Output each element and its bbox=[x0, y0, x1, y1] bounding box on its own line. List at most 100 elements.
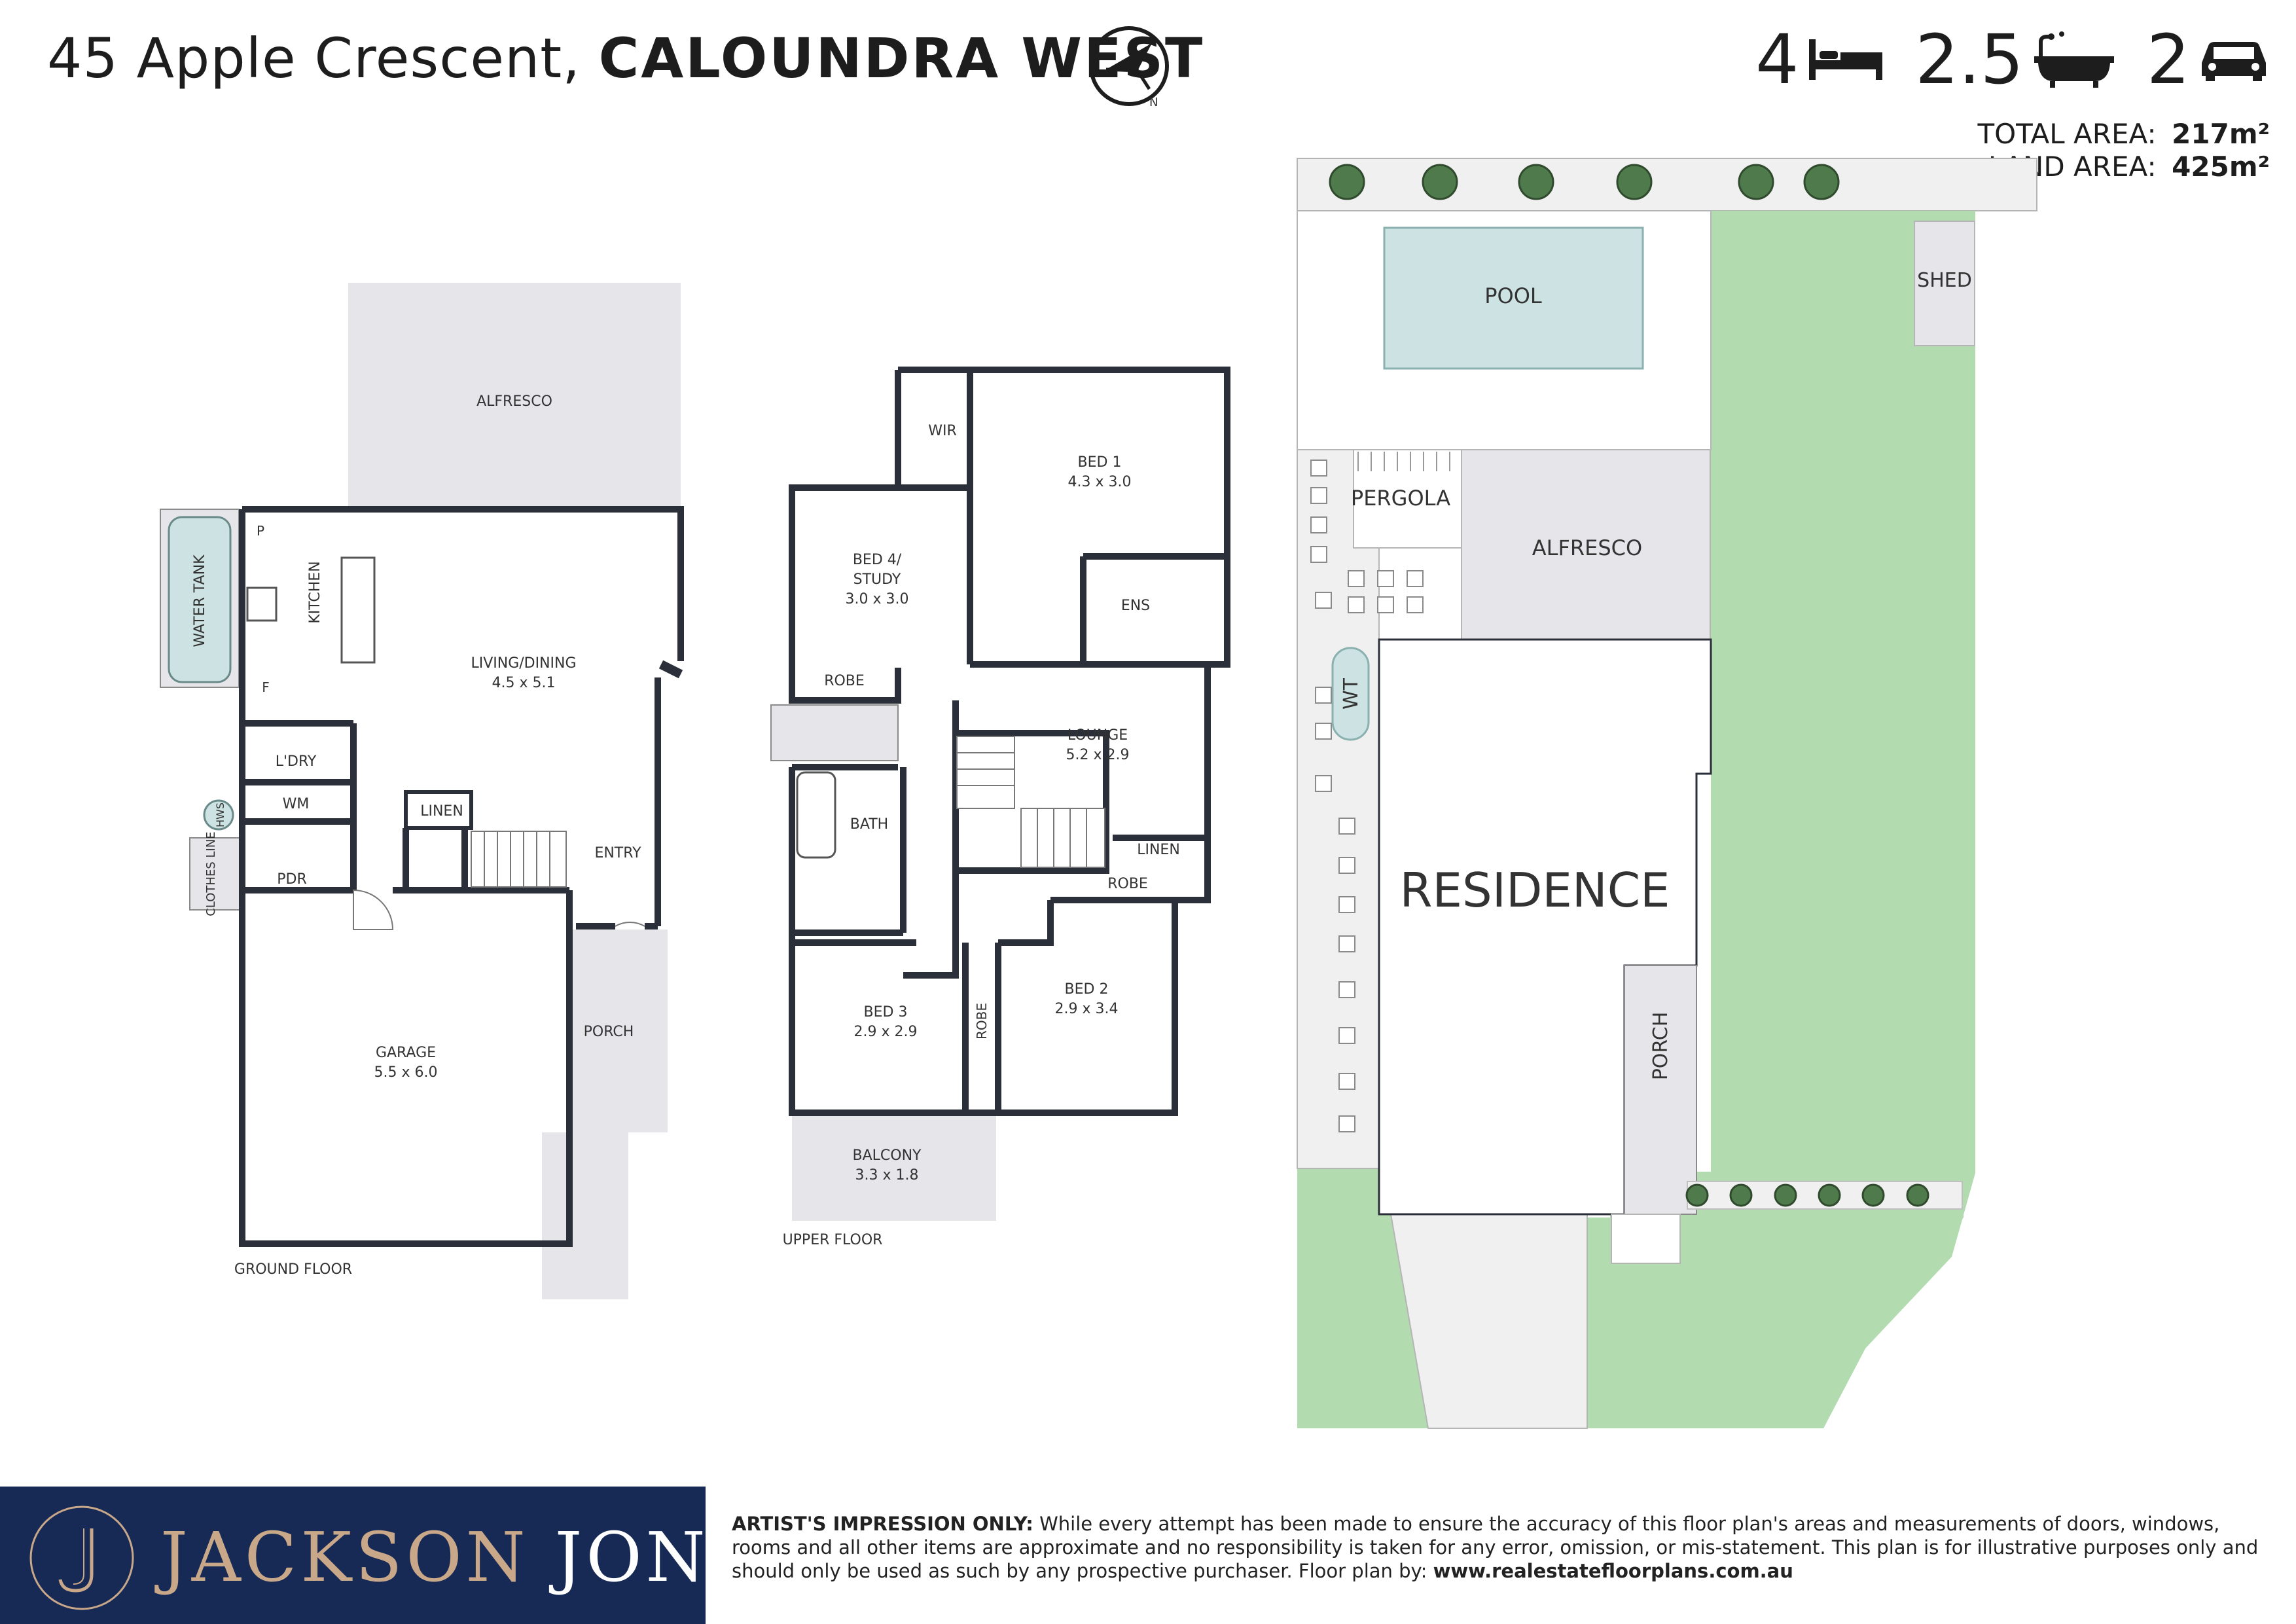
brand-last-name: JONES bbox=[554, 1517, 814, 1597]
bathtub-icon bbox=[2034, 31, 2114, 88]
lounge-size: 5.2 x 2.9 bbox=[1066, 747, 1130, 763]
tree-icon bbox=[1616, 164, 1653, 200]
bed2-size: 2.9 x 3.4 bbox=[1055, 1001, 1119, 1017]
garage-label: GARAGE bbox=[376, 1045, 436, 1061]
shed bbox=[1914, 221, 1975, 346]
tree-icon bbox=[1685, 1183, 1709, 1207]
garage-door-swing bbox=[353, 889, 394, 930]
brand-first-name: JACKSON bbox=[160, 1517, 529, 1597]
address-street: 45 Apple Crescent, bbox=[47, 26, 581, 90]
gf-linen-label: LINEN bbox=[420, 803, 463, 820]
tree-icon bbox=[1738, 164, 1774, 200]
tree-icon bbox=[1329, 164, 1365, 200]
robe-a-label: ROBE bbox=[824, 673, 865, 689]
kitchen-island bbox=[340, 556, 376, 664]
bed4-label: BED 4/ bbox=[853, 552, 902, 568]
compass-icon: N bbox=[1089, 26, 1169, 109]
upper-floor-caption: UPPER FLOOR bbox=[783, 1232, 883, 1248]
fridge-label: F bbox=[262, 679, 270, 695]
hws-label: HWS bbox=[214, 803, 226, 827]
pergola-slats bbox=[1357, 452, 1450, 471]
clothes-line-label: CLOTHES LINE bbox=[204, 831, 218, 916]
brand-wordmark: JACKSON JONES bbox=[160, 1517, 814, 1597]
upper-floor-plan: WIR BED 1 4.3 x 3.0 BED 4/ STUDY 3.0 x 3… bbox=[770, 367, 1230, 1248]
car-icon bbox=[2202, 42, 2266, 81]
side-lawn bbox=[1711, 211, 1975, 1428]
uf-void bbox=[770, 704, 899, 761]
bed3-size: 2.9 x 2.9 bbox=[854, 1024, 918, 1040]
laundry-label: L'DRY bbox=[276, 753, 317, 770]
tree-icon bbox=[1906, 1183, 1929, 1207]
gf-stairs bbox=[471, 831, 567, 888]
pool-label: POOL bbox=[1484, 283, 1542, 308]
bath-label: BATH bbox=[850, 816, 888, 833]
tree-row bbox=[1329, 164, 1929, 1207]
disclaimer-text: ARTIST'S IMPRESSION ONLY: While every at… bbox=[732, 1512, 2263, 1583]
site-alfresco-label: ALFRESCO bbox=[1532, 535, 1642, 560]
front-garden-strip bbox=[1297, 158, 2037, 211]
balcony-area bbox=[792, 1116, 996, 1221]
water-tank bbox=[168, 516, 232, 683]
front-lawn-right bbox=[1587, 1172, 1964, 1428]
tree-icon bbox=[1729, 1183, 1753, 1207]
bathrooms-count: 2.5 bbox=[1915, 20, 2024, 99]
bed2-label: BED 2 bbox=[1065, 981, 1109, 998]
side-path bbox=[1297, 449, 1380, 1169]
site-porch bbox=[1624, 965, 1697, 1215]
entry-door-swing bbox=[615, 922, 645, 927]
entry-label: ENTRY bbox=[594, 845, 641, 861]
bed-icon bbox=[1809, 39, 1883, 80]
balcony-label: BALCONY bbox=[853, 1147, 922, 1164]
cooktop bbox=[246, 586, 278, 622]
disclaimer-body: While every attempt has been made to ens… bbox=[732, 1513, 2259, 1582]
gf-porch-area bbox=[573, 929, 668, 1132]
robe-b-label: ROBE bbox=[1107, 876, 1148, 892]
shed-label: SHED bbox=[1917, 269, 1972, 292]
pantry-label: P bbox=[257, 523, 264, 539]
hws-unit bbox=[203, 799, 234, 831]
garage-size: 5.5 x 6.0 bbox=[374, 1064, 438, 1081]
wm-label: WM bbox=[283, 796, 310, 812]
water-tank-wt bbox=[1331, 647, 1370, 741]
uf-stairs bbox=[956, 736, 1105, 868]
gf-alfresco-area bbox=[348, 283, 681, 509]
wt-label: WT bbox=[1340, 677, 1363, 710]
land-area-value: 425m² bbox=[2172, 151, 2270, 183]
robe-c-label: ROBE bbox=[974, 1003, 990, 1039]
tree-icon bbox=[1861, 1183, 1885, 1207]
floor-plans-canvas: ALFRESCO WATER TANK P KITCHEN F LIVING/D… bbox=[160, 158, 2037, 1429]
ens-label: ENS bbox=[1121, 598, 1150, 614]
uf-walls bbox=[789, 367, 1230, 1116]
brand-panel bbox=[0, 1487, 706, 1624]
wir-label: WIR bbox=[928, 423, 957, 439]
stepping-stones bbox=[1310, 460, 1424, 1132]
car-spaces-count: 2 bbox=[2146, 20, 2190, 99]
total-area-label: TOTAL AREA: bbox=[1977, 118, 2157, 150]
site-alfresco bbox=[1461, 449, 1711, 640]
tree-icon bbox=[1774, 1183, 1797, 1207]
ground-floor-caption: GROUND FLOOR bbox=[234, 1261, 352, 1278]
brand-logo-icon bbox=[29, 1506, 134, 1610]
bed1-size: 4.3 x 3.0 bbox=[1068, 474, 1132, 490]
lounge-label: LOUNGE bbox=[1067, 727, 1128, 744]
study-label: STUDY bbox=[853, 571, 901, 588]
residence-label: RESIDENCE bbox=[1399, 863, 1670, 918]
property-stats: 4 2.5 2 bbox=[1725, 20, 2270, 99]
bedrooms-count: 4 bbox=[1755, 20, 1799, 99]
site-porch-label: PORCH bbox=[1649, 1012, 1672, 1081]
living-dining-size: 4.5 x 5.1 bbox=[492, 675, 556, 691]
tree-icon bbox=[1518, 164, 1554, 200]
gf-alfresco-label: ALFRESCO bbox=[476, 393, 552, 410]
pergola-label: PERGOLA bbox=[1351, 486, 1450, 511]
bed1-label: BED 1 bbox=[1078, 454, 1122, 471]
tree-icon bbox=[1422, 164, 1458, 200]
kitchen-label: KITCHEN bbox=[307, 561, 323, 623]
balcony-size: 3.3 x 1.8 bbox=[855, 1167, 919, 1183]
bed4-size: 3.0 x 3.0 bbox=[846, 591, 909, 607]
floorplan-website-link[interactable]: www.realestatefloorplans.com.au bbox=[1433, 1560, 1793, 1582]
bed3-label: BED 3 bbox=[864, 1004, 908, 1020]
total-area-value: 217m² bbox=[2172, 118, 2270, 150]
clothes-line-area bbox=[189, 837, 242, 911]
gf-walls bbox=[239, 506, 684, 1247]
total-area-row: TOTAL AREA: 217m² bbox=[1977, 118, 2270, 151]
